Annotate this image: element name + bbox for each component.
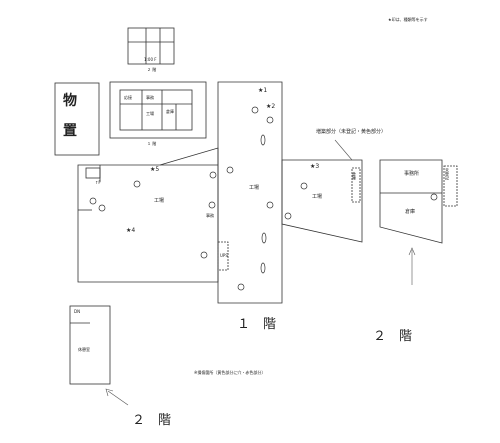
floor-label-2f-right: ２ 階 [373, 329, 413, 344]
star-1: ★1 [258, 87, 268, 94]
star-3: ★3 [310, 163, 320, 170]
right-side-label-1: 未登記 [445, 168, 450, 180]
inset-2f-caption: ２ 階 [147, 67, 157, 72]
office-label: 事務 [206, 213, 214, 218]
star-5: ★5 [150, 166, 160, 173]
inset-2f-sub: 1:00 F [144, 57, 157, 62]
footnote: ※損傷箇所〔黄色部分に穴・赤色部分〕 [194, 370, 266, 375]
inset-room-1: 応接 [124, 95, 132, 100]
rest-room-label: 休憩室 [78, 347, 90, 352]
legend-note: ★印は、種類等を示す [388, 17, 428, 22]
inset-room-3: 倉庫 [166, 109, 174, 114]
ups-label: UPS [220, 253, 228, 258]
inset-1f-frame [109, 81, 207, 139]
right-room-office: 事務所 [404, 171, 420, 177]
right-building-outline [379, 159, 443, 244]
right-side-label-2: 倉庫 [352, 172, 357, 180]
dn-label: DN [74, 309, 81, 314]
lower-left-building [69, 305, 111, 385]
inset-room-2: 事務 [146, 95, 154, 100]
factory-left-label: 工場 [154, 198, 165, 204]
star-2: ★2 [266, 103, 276, 110]
storage-label-1: 物 [63, 93, 77, 109]
factory-right-label: 工場 [312, 194, 323, 200]
floor-label-2f-bottom: ２ 階 [132, 413, 172, 428]
storage-label-2: 置 [63, 123, 77, 139]
extension-label: 増築部分（未登記・黄色部分） [316, 129, 387, 135]
factory-center-label: 工場 [249, 185, 260, 191]
inset-1f-caption: １ 階 [147, 141, 157, 146]
floor-label-1f: １ 階 [237, 317, 277, 332]
star-4: ★4 [126, 227, 136, 234]
central-factory-outline [217, 81, 283, 304]
inset-room-4: 工場 [146, 111, 154, 116]
storage-box [54, 82, 100, 156]
extension-outline [281, 159, 363, 243]
inset-2f-frame [127, 27, 175, 65]
right-room-storage: 倉庫 [405, 209, 416, 215]
upper-right-mark: ↑F [95, 180, 101, 185]
